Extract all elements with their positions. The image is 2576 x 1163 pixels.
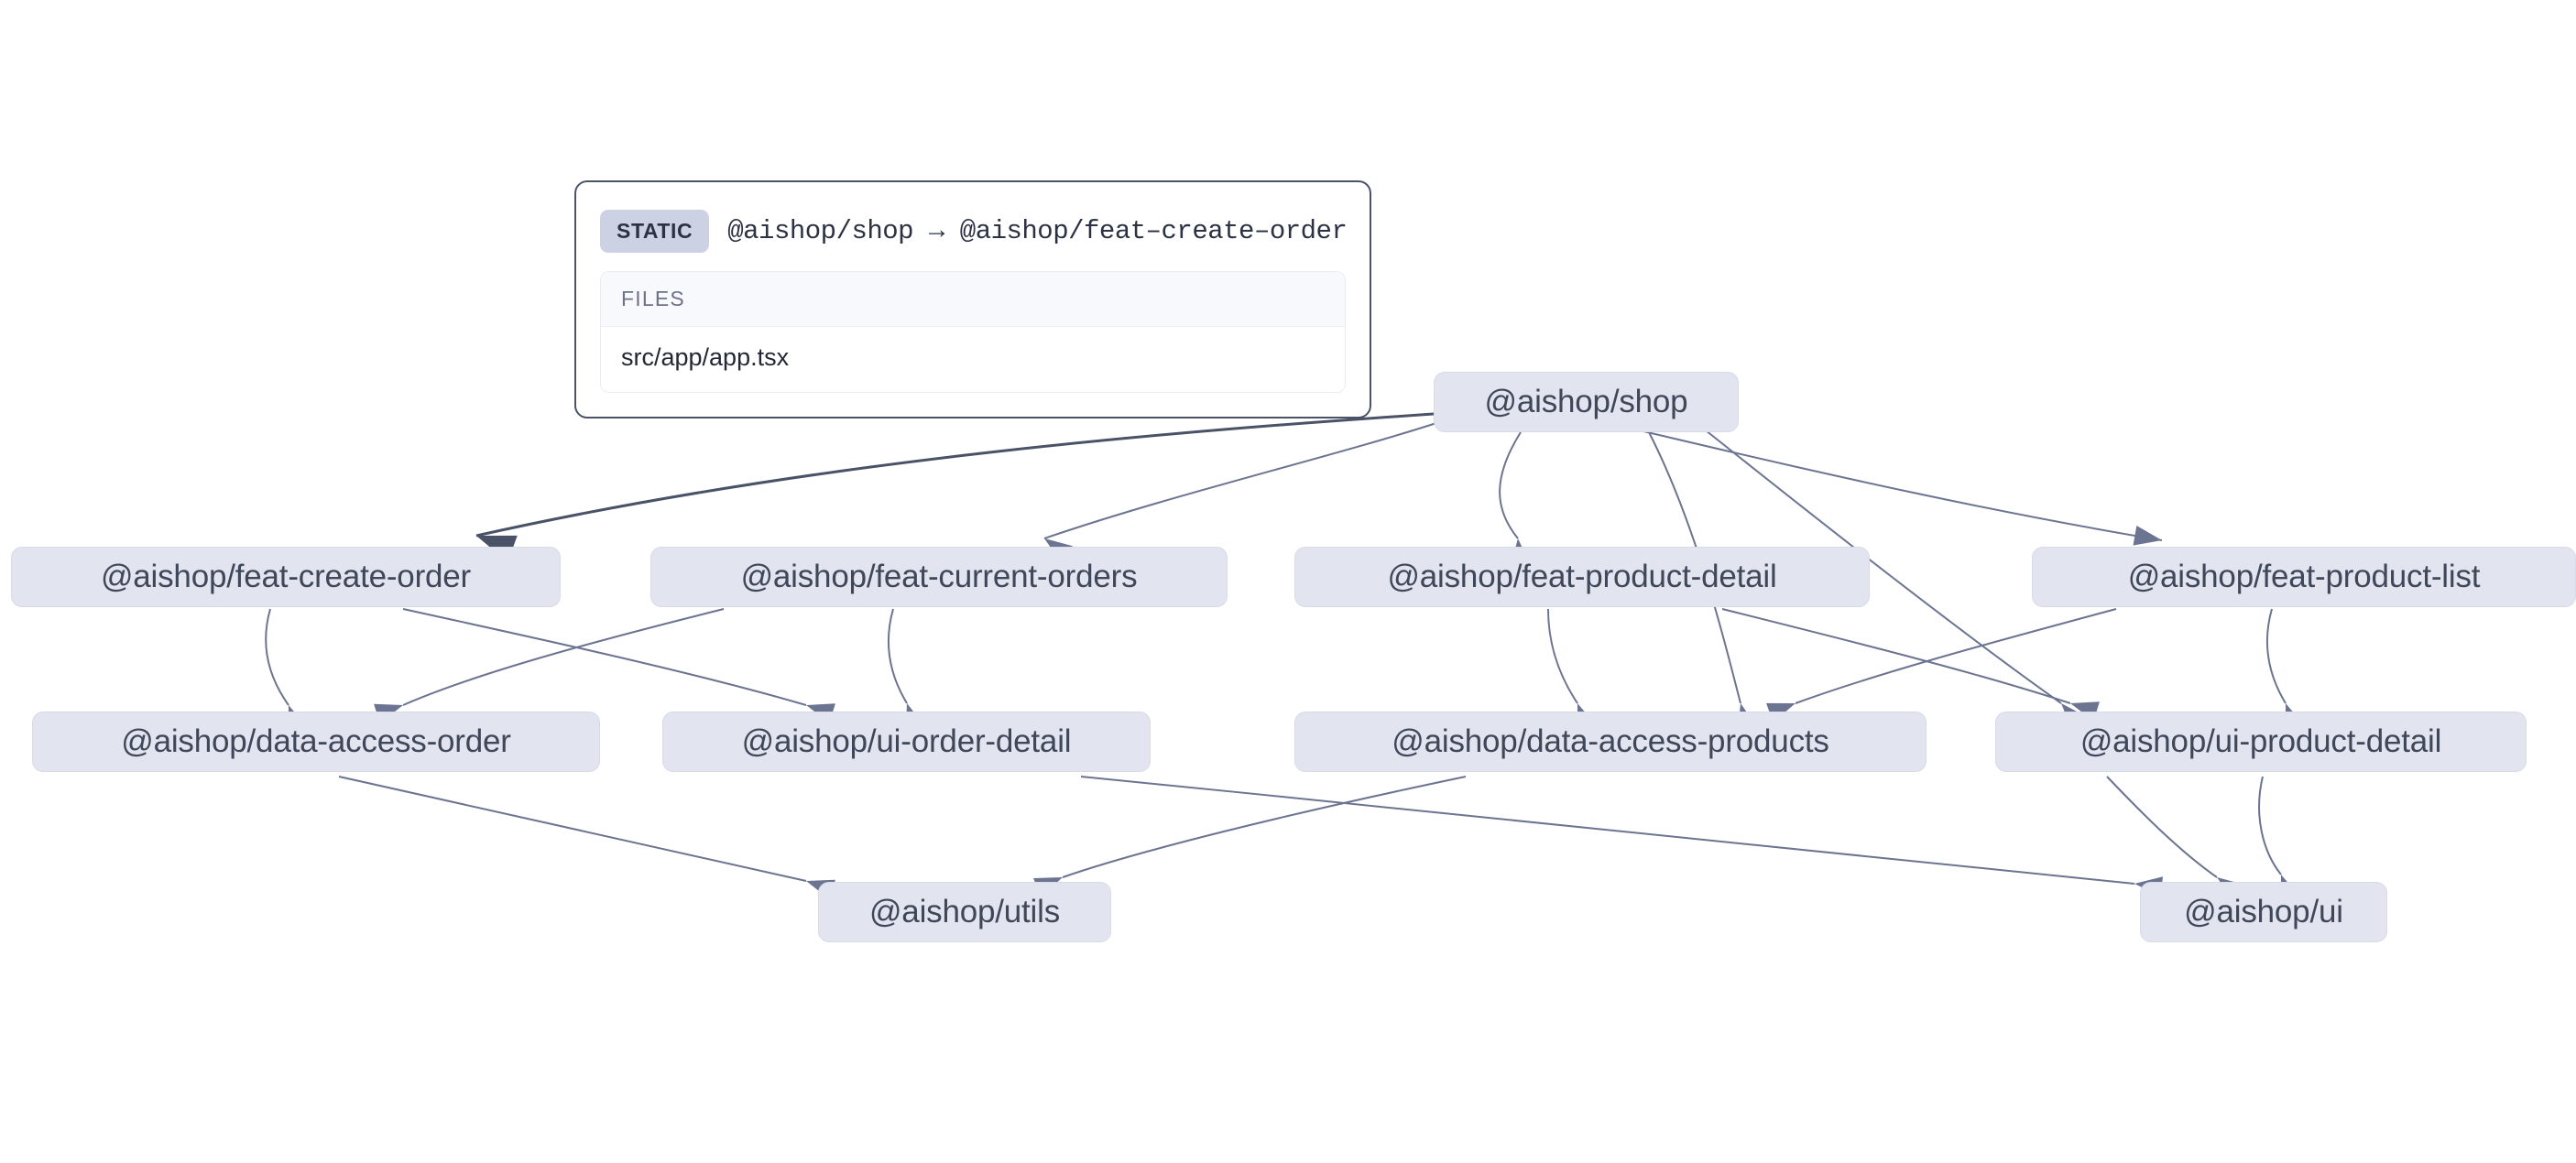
- graph-node-feat-product-detail[interactable]: @aishop/feat-product-detail: [1294, 547, 1870, 607]
- graph-node-label: @aishop/ui-order-detail: [741, 723, 1072, 759]
- static-badge: STATIC: [600, 210, 710, 253]
- graph-edge-feat-current-orders-to-data-access-order[interactable]: [402, 608, 725, 706]
- files-list: src/app/app.tsx: [601, 327, 1345, 392]
- graph-edge-data-access-products-to-utils[interactable]: [1062, 776, 1467, 878]
- popover-title: @aishop/shop → @aishop/feat–create–order: [727, 216, 1348, 246]
- graph-node-ui-product-detail[interactable]: @aishop/ui-product-detail: [1995, 712, 2527, 772]
- graph-node-label: @aishop/feat-product-detail: [1387, 559, 1777, 594]
- graph-edge-feat-create-order-to-data-access-order[interactable]: [265, 608, 289, 706]
- graph-node-label: @aishop/data-access-order: [121, 723, 511, 759]
- graph-edge-feat-product-list-to-ui-product-detail[interactable]: [2266, 608, 2287, 704]
- graph-node-label: @aishop/shop: [1484, 384, 1688, 419]
- edge-detail-popover[interactable]: STATIC @aishop/shop → @aishop/feat–creat…: [574, 180, 1371, 418]
- graph-edge-data-access-order-to-utils[interactable]: [338, 776, 807, 882]
- graph-node-utils[interactable]: @aishop/utils: [818, 882, 1111, 942]
- graph-node-label: @aishop/ui: [2184, 894, 2343, 929]
- graph-node-feat-create-order[interactable]: @aishop/feat-create-order: [11, 547, 561, 607]
- graph-node-feat-product-list[interactable]: @aishop/feat-product-list: [2032, 547, 2576, 607]
- popover-header: STATIC @aishop/shop → @aishop/feat–creat…: [600, 202, 1348, 271]
- graph-node-label: @aishop/feat-product-list: [2127, 559, 2481, 594]
- graph-node-label: @aishop/feat-create-order: [100, 559, 472, 594]
- graph-edge-feat-current-orders-to-ui-order-detail[interactable]: [888, 608, 908, 704]
- graph-node-ui[interactable]: @aishop/ui: [2140, 882, 2387, 942]
- graph-node-label: @aishop/data-access-products: [1392, 723, 1829, 759]
- graph-edge-ui-product-detail-to-ui[interactable]: [2106, 776, 2218, 878]
- graph-edge-ui-product-detail-to-ui[interactable]: [2258, 776, 2282, 875]
- graph-edge-shop-to-feat-current-orders[interactable]: [1043, 422, 1437, 539]
- graph-node-label: @aishop/utils: [868, 894, 1061, 929]
- graph-node-ui-order-detail[interactable]: @aishop/ui-order-detail: [662, 712, 1151, 772]
- graph-node-feat-current-orders[interactable]: @aishop/feat-current-orders: [650, 547, 1228, 607]
- graph-edge-feat-product-list-to-data-access-products[interactable]: [1795, 608, 2117, 704]
- graph-node-shop[interactable]: @aishop/shop: [1434, 372, 1739, 432]
- graph-edge-feat-create-order-to-ui-order-detail[interactable]: [402, 608, 807, 706]
- graph-node-label: @aishop/ui-product-detail: [2079, 723, 2442, 759]
- graph-edge-feat-product-detail-to-ui-product-detail[interactable]: [1721, 608, 2071, 704]
- graph-edge-shop-to-feat-product-detail[interactable]: [1499, 431, 1522, 539]
- files-header-label: FILES: [601, 272, 1345, 327]
- graph-edge-feat-product-detail-to-data-access-products[interactable]: [1547, 608, 1578, 704]
- graph-edge-ui-order-detail-to-ui[interactable]: [1080, 776, 2135, 885]
- graph-node-label: @aishop/feat-current-orders: [740, 559, 1138, 594]
- edges-group: [265, 412, 2301, 902]
- graph-edge-shop-to-feat-product-list[interactable]: [1639, 429, 2163, 541]
- file-row[interactable]: src/app/app.tsx: [601, 327, 1345, 392]
- graph-node-data-access-products[interactable]: @aishop/data-access-products: [1294, 712, 1927, 772]
- graph-node-data-access-order[interactable]: @aishop/data-access-order: [32, 712, 600, 772]
- graph-edge-shop-to-feat-create-order[interactable]: [475, 412, 1435, 538]
- files-panel: FILES src/app/app.tsx: [600, 271, 1346, 393]
